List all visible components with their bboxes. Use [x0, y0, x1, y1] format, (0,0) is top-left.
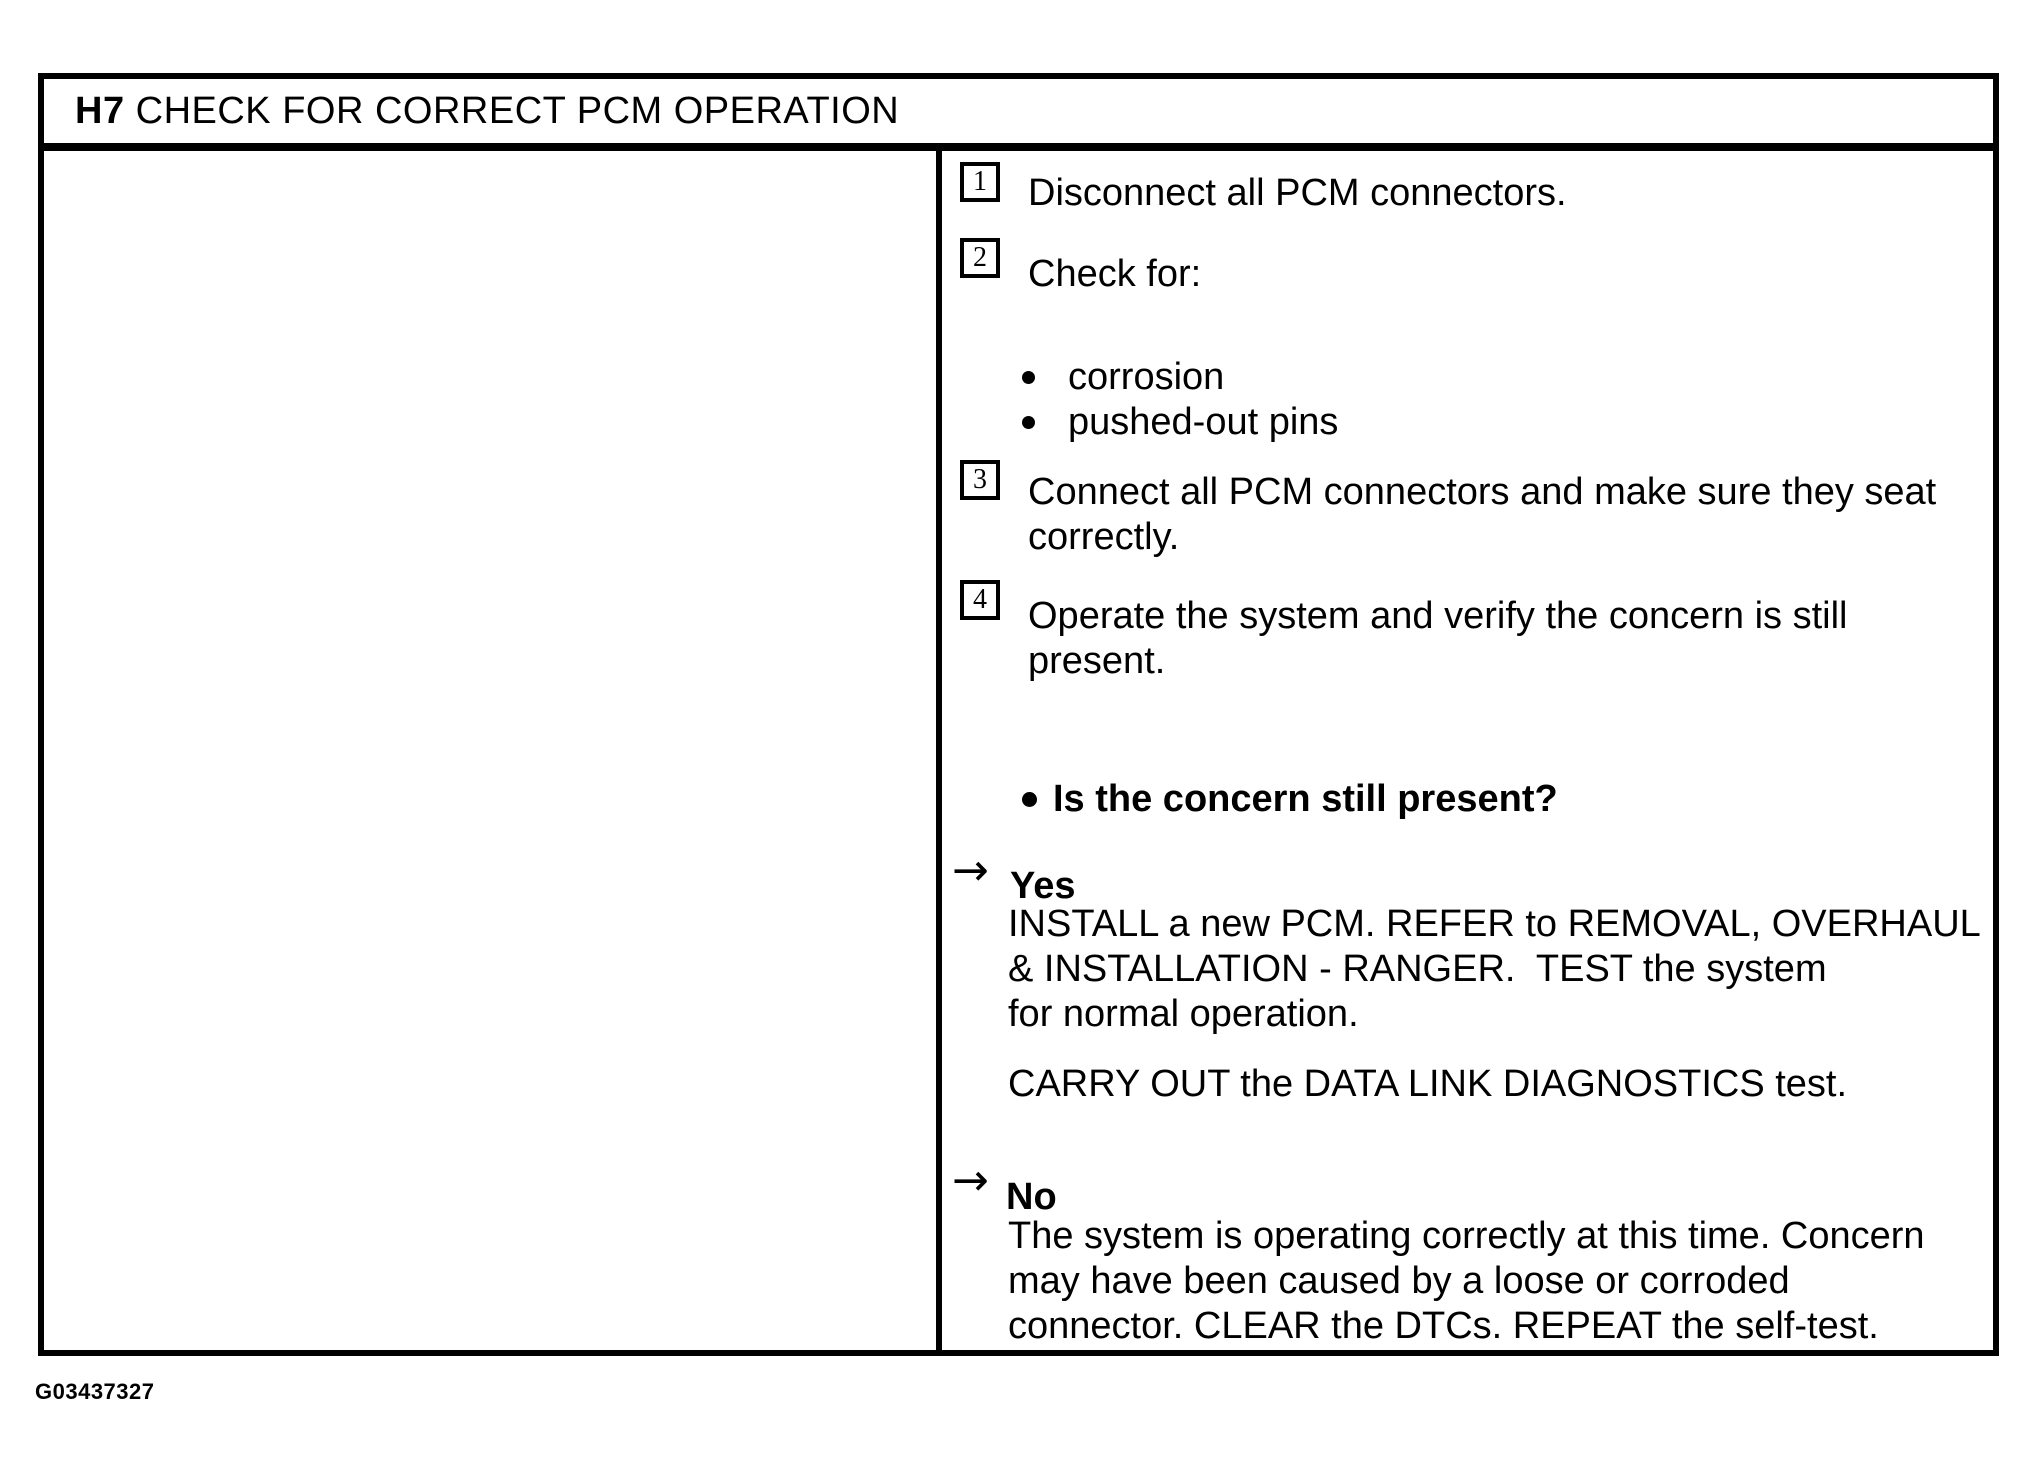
result-column-empty: [44, 151, 942, 1350]
result-arrow-icon: →: [952, 845, 989, 896]
result-no-instruction: The system is operating correctly at thi…: [1008, 1215, 1925, 1347]
list-item-text: pushed-out pins: [1068, 401, 1339, 443]
table-header-row: H7 CHECK FOR CORRECT PCM OPERATION: [44, 79, 1993, 151]
step-row-4: 4 Operate the system and verify the conc…: [960, 580, 1847, 684]
step-text: Connect all PCM connectors and make sure…: [1028, 471, 1937, 558]
result-yes-instruction: INSTALL a new PCM. REFER to REMOVAL, OVE…: [1008, 903, 1981, 1035]
step-row-1: 1 Disconnect all PCM connectors.: [960, 162, 1567, 216]
step-text: Operate the system and verify the concer…: [1028, 595, 1848, 682]
step-number-box: 2: [960, 238, 1000, 278]
result-arrow-icon: →: [952, 1155, 989, 1206]
table-body: 1 Disconnect all PCM connectors. 2 Check…: [44, 151, 1993, 1350]
step-text: Check for:: [1028, 253, 1202, 295]
step-row-2: 2 Check for:: [960, 238, 1201, 297]
bullet-icon: [1022, 792, 1037, 807]
list-item: pushed-out pins: [1022, 400, 1338, 445]
decision-question-text: Is the concern still present?: [1053, 778, 1558, 820]
bullet-icon: [1022, 416, 1035, 429]
step-number-box: 4: [960, 580, 1000, 620]
test-step-code: H7: [75, 89, 125, 132]
bullet-icon: [1022, 371, 1035, 384]
step-text: Disconnect all PCM connectors.: [1028, 172, 1567, 214]
decision-question: Is the concern still present?: [1022, 777, 1558, 822]
result-yes-followup: CARRY OUT the DATA LINK DIAGNOSTICS test…: [1008, 1063, 1848, 1105]
result-yes-label: Yes: [1010, 865, 1076, 907]
list-item-text: corrosion: [1068, 356, 1225, 398]
action-column: 1 Disconnect all PCM connectors. 2 Check…: [942, 151, 1993, 1350]
step-row-3: 3 Connect all PCM connectors and make su…: [960, 460, 1936, 560]
result-no-label: No: [1006, 1176, 1057, 1218]
step-number-box: 1: [960, 162, 1000, 202]
test-step-title: CHECK FOR CORRECT PCM OPERATION: [124, 89, 900, 132]
step-number-box: 3: [960, 460, 1000, 500]
list-item: corrosion: [1022, 355, 1338, 400]
figure-id: G03437327: [35, 1379, 155, 1404]
check-items-list: corrosion pushed-out pins: [1022, 355, 1338, 445]
procedure-table: H7 CHECK FOR CORRECT PCM OPERATION 1 Dis…: [38, 73, 1999, 1356]
